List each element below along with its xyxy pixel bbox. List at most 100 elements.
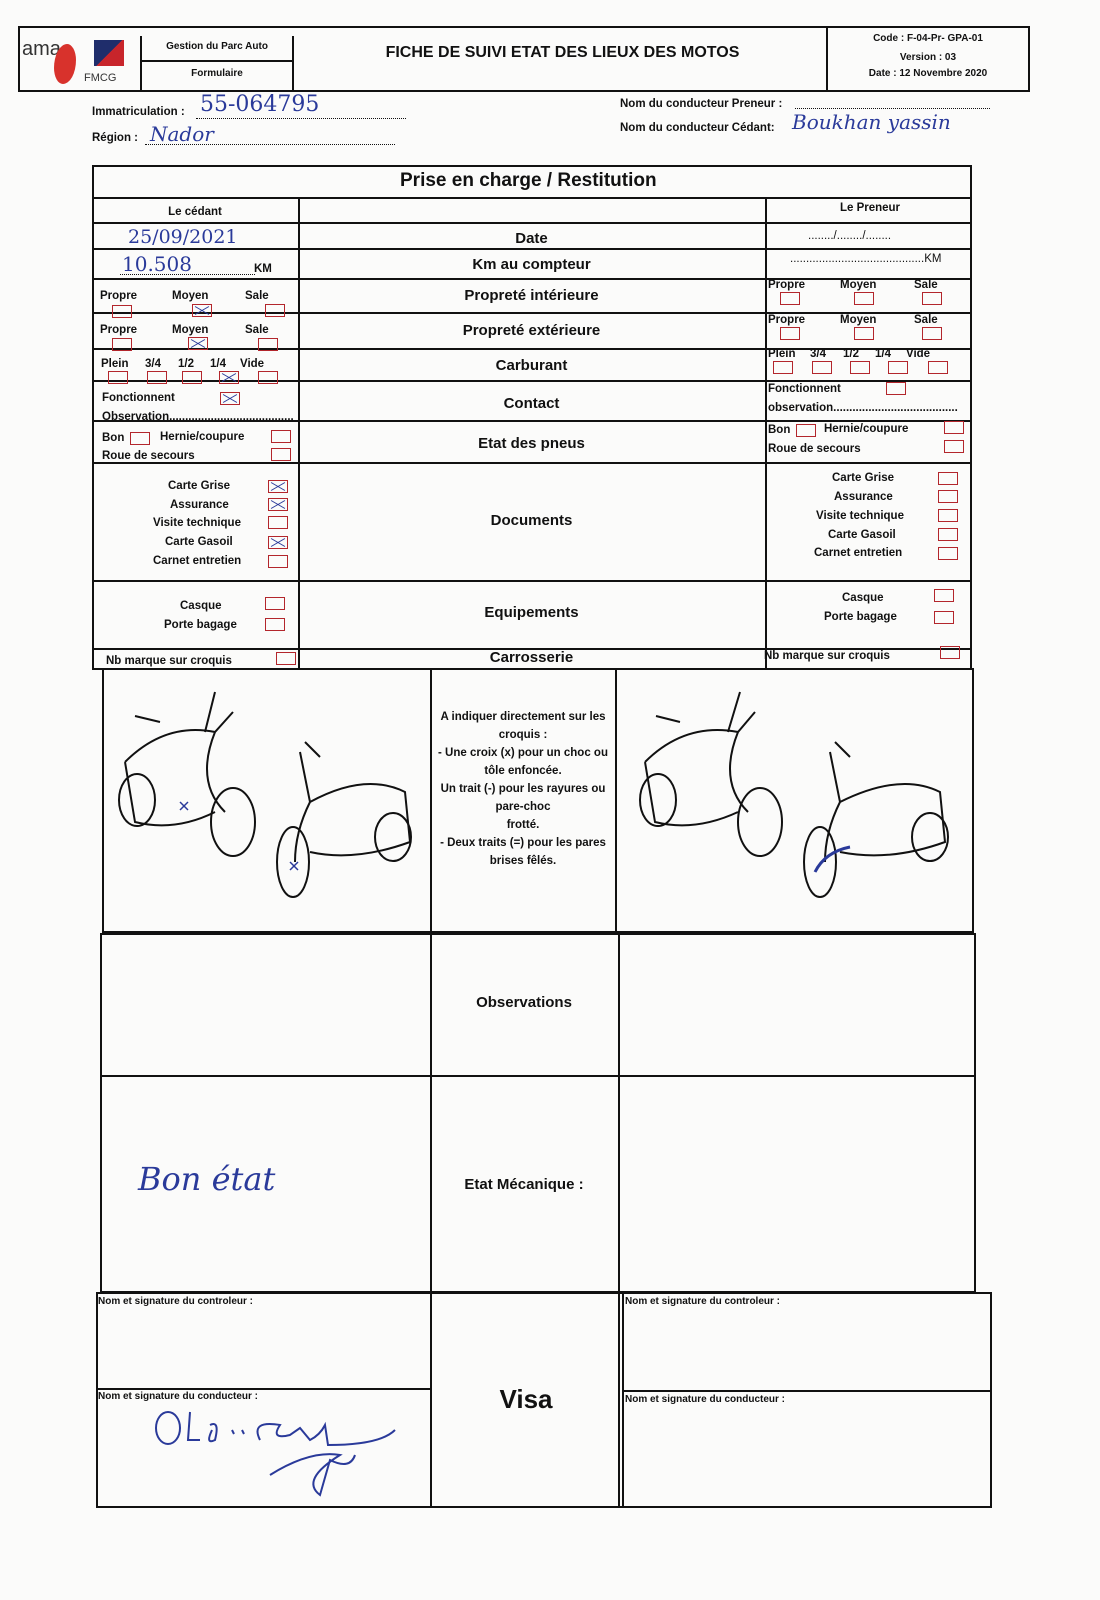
- handwritten-signature: [155, 1411, 396, 1497]
- sig-controleur-preneur[interactable]: Nom et signature du controleur :: [625, 1296, 781, 1307]
- p-contact-observation[interactable]: observation.............................…: [768, 402, 958, 414]
- checkbox-int-moyen[interactable]: [192, 304, 212, 317]
- propre-label: Propre: [100, 324, 138, 336]
- checkbox-p-ext-sale[interactable]: [922, 327, 942, 340]
- flag-icon: [94, 40, 124, 66]
- roue-label: Roue de secours: [768, 443, 861, 455]
- porte-bagage-label: Porte bagage: [164, 619, 237, 631]
- plein-label: Plein: [768, 348, 796, 360]
- q12-label: 1/2: [178, 358, 194, 370]
- sale-label: Sale: [914, 314, 938, 326]
- sale-label: Sale: [245, 290, 269, 302]
- checkbox-p-pneus-bon[interactable]: [796, 424, 816, 437]
- checkbox-p-doc-carte-grise[interactable]: [938, 472, 958, 485]
- checkbox-p-fuel-plein[interactable]: [773, 361, 793, 374]
- header-block: [18, 26, 1030, 92]
- doc-code: Code : F-04-Pr- GPA-01: [873, 33, 983, 44]
- row-observations: Observations: [476, 994, 572, 1011]
- checkbox-p-equip-casque[interactable]: [934, 589, 954, 602]
- row-etat-mecanique: Etat Mécanique :: [464, 1176, 584, 1193]
- checkbox-pneus-roue[interactable]: [271, 448, 291, 461]
- checkbox-p-fuel-12[interactable]: [850, 361, 870, 374]
- checkbox-ext-propre[interactable]: [112, 338, 132, 351]
- checkbox-fuel-vide[interactable]: [258, 371, 278, 384]
- checkbox-ext-moyen[interactable]: [188, 337, 208, 350]
- checkbox-p-doc-assurance[interactable]: [938, 490, 958, 503]
- preneur-date[interactable]: ......../......../........: [808, 230, 892, 242]
- observations-preneur-field[interactable]: [620, 935, 974, 1073]
- cedant-km[interactable]: 10.508: [122, 252, 192, 276]
- checkbox-int-propre[interactable]: [112, 305, 132, 318]
- checkbox-doc-gasoil[interactable]: [268, 536, 288, 549]
- immat-value[interactable]: 55-064795: [200, 92, 320, 117]
- cedant-label: Nom du conducteur Cédant:: [620, 122, 775, 134]
- checkbox-fuel-14[interactable]: [219, 371, 239, 384]
- checkbox-doc-carte-grise[interactable]: [268, 480, 288, 493]
- moyen-label: Moyen: [840, 279, 877, 291]
- checkbox-p-fuel-vide[interactable]: [928, 361, 948, 374]
- cedant-value[interactable]: Boukhan yassin: [792, 110, 951, 134]
- checkbox-equip-porte-bagage[interactable]: [265, 618, 285, 631]
- observations-cedant-field[interactable]: [102, 935, 428, 1073]
- checkbox-p-ext-moyen[interactable]: [854, 327, 874, 340]
- checkbox-nb-marque[interactable]: [276, 652, 296, 665]
- logo-text: ama: [22, 38, 61, 60]
- etat-mecanique-cedant[interactable]: Bon état: [138, 1160, 276, 1198]
- preneur-label: Nom du conducteur Preneur :: [620, 98, 783, 110]
- fonctionnent-label: Fonctionnent: [102, 392, 175, 404]
- checkbox-p-pneus-hernie[interactable]: [944, 421, 964, 434]
- preneur-km[interactable]: ........................................…: [790, 253, 942, 265]
- checkbox-pneus-bon[interactable]: [130, 432, 150, 445]
- visite-label: Visite technique: [816, 510, 904, 522]
- checkbox-p-doc-gasoil[interactable]: [938, 528, 958, 541]
- sig-conducteur-cedant[interactable]: Nom et signature du conducteur :: [98, 1391, 259, 1402]
- checkbox-doc-assurance[interactable]: [268, 498, 288, 511]
- checkbox-doc-visite[interactable]: [268, 516, 288, 529]
- contact-observation[interactable]: Observation.............................…: [102, 411, 294, 423]
- nb-marque-label: Nb marque sur croquis: [106, 655, 232, 667]
- checkbox-p-ext-propre[interactable]: [780, 327, 800, 340]
- checkbox-p-nb-marque[interactable]: [940, 646, 960, 659]
- cedant-date[interactable]: 25/09/2021: [128, 226, 238, 248]
- checkbox-int-sale[interactable]: [265, 304, 285, 317]
- row-date: Date: [515, 230, 548, 247]
- q34-label: 3/4: [810, 348, 826, 360]
- checkbox-equip-casque[interactable]: [265, 597, 285, 610]
- assurance-label: Assurance: [834, 491, 893, 503]
- checkbox-fuel-plein[interactable]: [108, 371, 128, 384]
- row-documents: Documents: [490, 512, 573, 529]
- checkbox-p-int-sale[interactable]: [922, 292, 942, 305]
- doc-date: Date : 12 Novembre 2020: [868, 68, 988, 79]
- preneur-header: Le Preneur: [839, 202, 901, 214]
- checkbox-p-fuel-14[interactable]: [888, 361, 908, 374]
- checkbox-p-doc-carnet[interactable]: [938, 547, 958, 560]
- moyen-label: Moyen: [172, 290, 209, 302]
- scooter-sketch-right[interactable]: [620, 672, 970, 930]
- checkbox-p-int-moyen[interactable]: [854, 292, 874, 305]
- cedant-header: Le cédant: [168, 206, 222, 218]
- checkbox-p-fuel-34[interactable]: [812, 361, 832, 374]
- sale-label: Sale: [245, 324, 269, 336]
- checkbox-p-doc-visite[interactable]: [938, 509, 958, 522]
- row-prop-ext: Propreté extérieure: [462, 322, 601, 339]
- scooter-sketch-left[interactable]: [105, 672, 427, 930]
- checkbox-contact-fonctionnent[interactable]: [220, 392, 240, 405]
- preneur-field[interactable]: [795, 108, 990, 109]
- checkbox-ext-sale[interactable]: [258, 338, 278, 351]
- checkbox-fuel-12[interactable]: [182, 371, 202, 384]
- checkbox-fuel-34[interactable]: [147, 371, 167, 384]
- moyen-label: Moyen: [172, 324, 209, 336]
- sig-conducteur-preneur[interactable]: Nom et signature du conducteur :: [625, 1394, 786, 1405]
- checkbox-p-contact[interactable]: [886, 382, 906, 395]
- checkbox-pneus-hernie[interactable]: [271, 430, 291, 443]
- sig-controleur-cedant[interactable]: Nom et signature du controleur :: [98, 1296, 254, 1307]
- carte-grise-label: Carte Grise: [168, 480, 231, 492]
- region-value[interactable]: Nador: [150, 122, 214, 146]
- immat-label: Immatriculation :: [92, 106, 185, 118]
- carnet-label: Carnet entretien: [814, 547, 903, 559]
- checkbox-p-int-propre[interactable]: [780, 292, 800, 305]
- checkbox-doc-carnet[interactable]: [268, 555, 288, 568]
- checkbox-p-pneus-roue[interactable]: [944, 440, 964, 453]
- checkbox-p-equip-porte-bagage[interactable]: [934, 611, 954, 624]
